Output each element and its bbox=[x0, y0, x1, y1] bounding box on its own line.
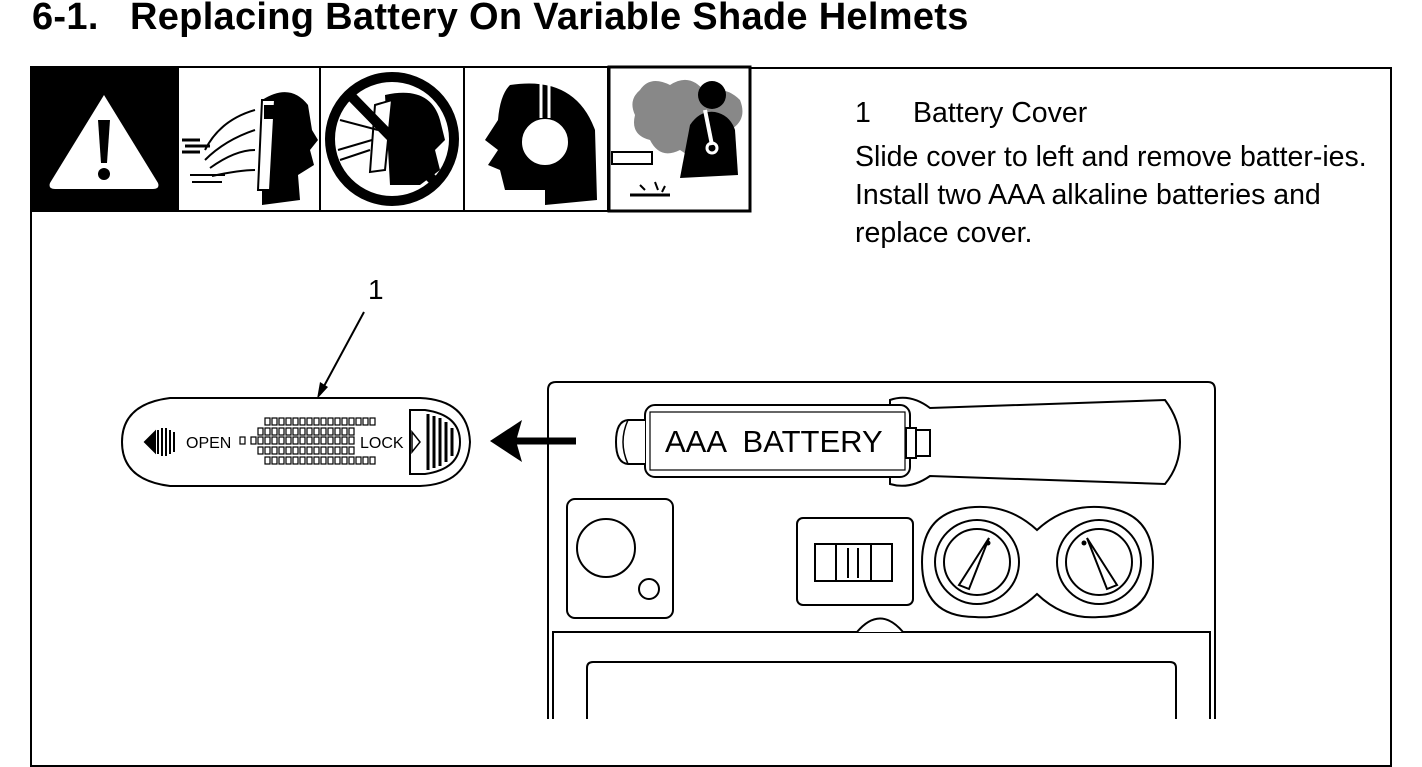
page-title: 6-1. Replacing Battery On Variable Shade … bbox=[32, 0, 969, 39]
no-viewing-without-helmet-icon bbox=[319, 66, 465, 212]
cover-open-label: OPEN bbox=[186, 435, 231, 452]
callout-heading-number: 1 bbox=[855, 97, 871, 129]
fumes-gases-icon bbox=[607, 65, 752, 213]
helmet-cartridge bbox=[547, 381, 1216, 719]
section-number: 6-1. bbox=[32, 0, 99, 38]
section-title: Replacing Battery On Variable Shade Helm… bbox=[130, 0, 969, 38]
callout-heading-label: Battery Cover bbox=[913, 97, 1088, 129]
aaa-battery: AAA BATTERY bbox=[614, 396, 1182, 487]
battery-cover: OPEN LOCK bbox=[120, 397, 472, 487]
safety-icon-strip bbox=[30, 65, 752, 213]
arc-rays-helmet-icon bbox=[177, 66, 321, 212]
callout-heading: 1 Battery Cover bbox=[855, 94, 1375, 132]
slide-left-arrow bbox=[490, 420, 576, 462]
cover-grip-ridges bbox=[239, 417, 376, 465]
callout-number-1: 1 bbox=[368, 274, 384, 305]
battery-label: AAA BATTERY bbox=[665, 424, 883, 459]
callout-leader-line bbox=[322, 311, 365, 389]
warning-triangle-icon bbox=[30, 66, 178, 212]
instructions-block: 1 Battery Cover Slide cover to left and r… bbox=[855, 94, 1375, 252]
cover-lock-label: LOCK bbox=[360, 435, 404, 452]
instruction-text: Slide cover to left and remove batter-ie… bbox=[855, 141, 1367, 249]
hearing-protection-icon bbox=[463, 66, 609, 212]
battery-replacement-figure: 1 OPEN LOCK bbox=[30, 65, 1216, 719]
